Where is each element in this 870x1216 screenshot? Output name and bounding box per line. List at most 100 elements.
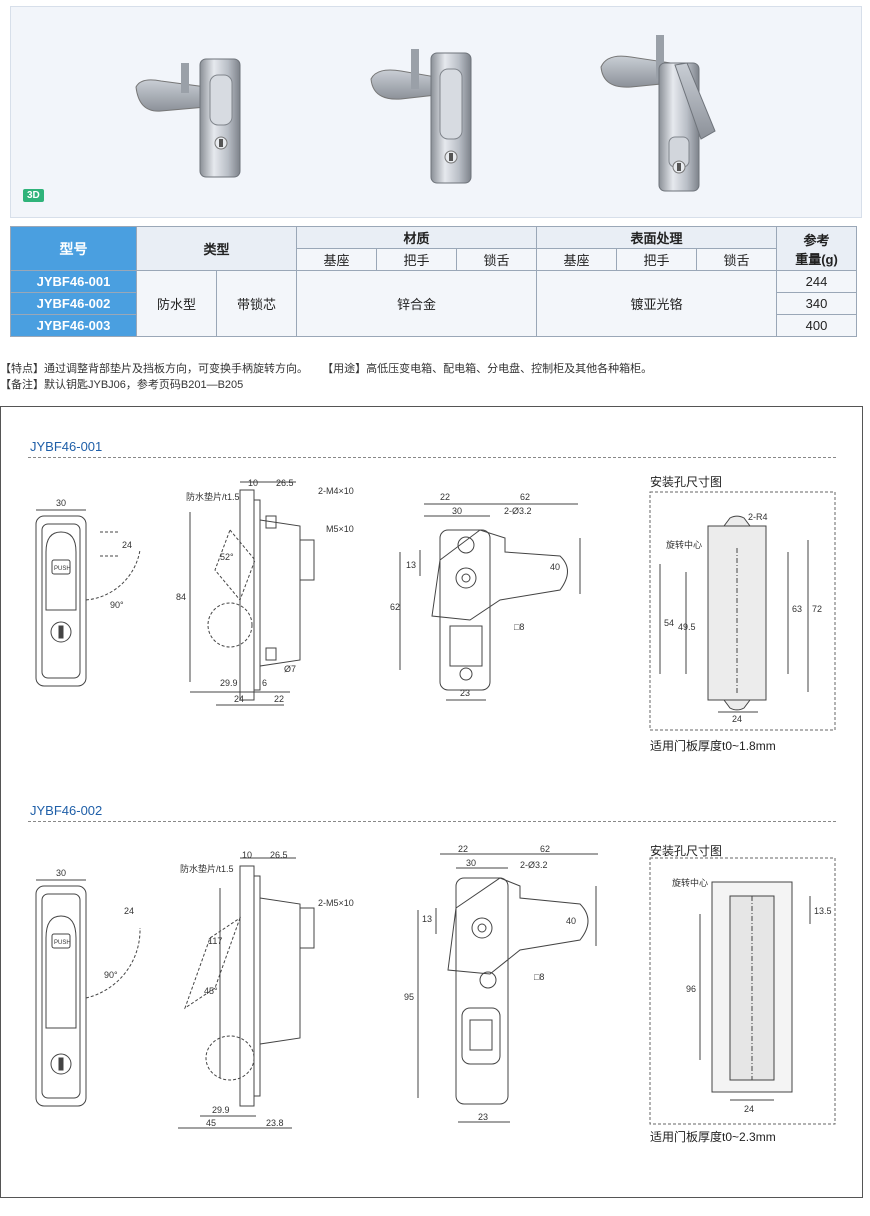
gasket-label: 防水垫片/t1.5 [186, 491, 240, 502]
dim-text: 45° [204, 986, 218, 996]
dim-text: 24 [234, 694, 244, 704]
dim-text: 72 [812, 604, 822, 614]
dim-text: 26.5 [270, 850, 288, 860]
dim-text: 95 [404, 992, 414, 1002]
subheader-finish-handle: 把手 [616, 248, 698, 271]
model-cell: JYBF46-002 [10, 292, 137, 315]
dim-text: 62 [520, 492, 530, 502]
drawing-001: 30 24 90° PUSH 防水垫片/t1.5 10 26.5 2-M4×10… [35, 478, 836, 731]
header-weight: 参考 重量(g) [776, 226, 858, 271]
dim-text: 22 [458, 844, 468, 854]
cutout-title-001: 安装孔尺寸图 [650, 475, 723, 489]
section-divider [28, 821, 836, 822]
note-remark: 【备注】默认钥匙JYBJ06，参考页码B201—B205 [0, 379, 244, 391]
dim-text: 24 [744, 1104, 754, 1114]
type-value-lock-core: 带锁芯 [215, 270, 298, 337]
product-photos [135, 35, 716, 192]
photo-jybf46-003 [600, 35, 716, 192]
model-cell: JYBF46-003 [10, 314, 137, 337]
weight-cell: 400 [776, 314, 858, 337]
dim-text: 2-Ø3.2 [504, 506, 532, 516]
header-weight-line2: 重量(g) [795, 251, 838, 267]
technical-drawing-frame [0, 406, 863, 1198]
back-view-001 [399, 503, 581, 701]
section-title-002: JYBF46-002 [30, 803, 103, 818]
dim-text: 10 [248, 478, 258, 488]
dim-text: 24 [732, 714, 742, 724]
dim-text: 52° [220, 552, 234, 562]
back-view-002 [417, 853, 598, 1123]
dim-text: 29.9 [212, 1105, 230, 1115]
dim-text: 29.9 [220, 678, 238, 688]
spec-table: 型号 类型 材质 表面处理 参考 重量(g) 基座 把手 锁舌 基座 把手 锁舌… [10, 226, 858, 337]
header-type: 类型 [135, 226, 298, 271]
dim-text: 13 [422, 914, 432, 924]
dim-text: 2-M4×10 [318, 486, 354, 496]
front-view-001 [35, 509, 141, 687]
note-features: 【特点】通过调整背部垫片及挡板方向，可变换手柄旋转方向。 [0, 363, 308, 375]
dim-text: 63 [792, 604, 802, 614]
photo-jybf46-001 [135, 58, 241, 178]
dim-text: 10 [242, 850, 252, 860]
header-weight-line1: 参考 [803, 232, 830, 248]
dim-text: 2-R4 [748, 512, 768, 522]
weight-cell: 244 [776, 270, 858, 293]
3d-badge: 3D [23, 189, 44, 202]
dim-text: 24 [122, 540, 132, 550]
front-view-002 [35, 879, 141, 1107]
cutout-view-002 [649, 857, 836, 1125]
subheader-material-handle: 把手 [376, 248, 458, 271]
dim-text: 62 [390, 602, 400, 612]
dim-text: 22 [274, 694, 284, 704]
cutout-view-001 [649, 491, 836, 731]
dim-text: 90° [110, 600, 124, 610]
photo-jybf46-002 [370, 49, 472, 184]
subheader-finish-base: 基座 [536, 248, 618, 271]
push-label: PUSH [54, 566, 71, 572]
dim-text: 49.5 [678, 622, 696, 632]
subheader-material-tongue: 锁舌 [456, 248, 538, 271]
drawing-002: 30 24 90° PUSH 防水垫片/t1.5 10 26.5 2-M5×10… [35, 844, 836, 1129]
dim-text: 23.8 [266, 1118, 284, 1128]
dim-text: 23 [478, 1112, 488, 1122]
cutout-title-002: 安装孔尺寸图 [650, 844, 723, 858]
dim-text: 62 [540, 844, 550, 854]
dim-text: 26.5 [276, 478, 294, 488]
dim-text: 30 [452, 506, 462, 516]
note-line-1: 【特点】通过调整背部垫片及挡板方向，可变换手柄旋转方向。 【用途】高低压变电箱、… [0, 360, 652, 376]
dim-text: 40 [550, 562, 560, 572]
header-finish: 表面处理 [536, 226, 778, 249]
dim-text: 84 [176, 592, 186, 602]
panel-thickness-001: 适用门板厚度t0~1.8mm [650, 739, 776, 753]
model-cell: JYBF46-001 [10, 270, 137, 293]
dim-text: Ø7 [284, 664, 296, 674]
dim-text: 117 [208, 936, 222, 946]
dim-text: 13 [406, 560, 416, 570]
note-usage: 【用途】高低压变电箱、配电箱、分电盘、控制柜及其他各种箱柜。 [322, 363, 653, 375]
header-material: 材质 [296, 226, 538, 249]
dim-text: 13.5 [814, 906, 832, 916]
dim-text: 40 [566, 916, 576, 926]
subheader-material-base: 基座 [296, 248, 378, 271]
section-divider [28, 457, 836, 458]
dim-text: M5×10 [326, 524, 354, 534]
dim-text: 30 [466, 858, 476, 868]
center-label: 旋转中心 [666, 539, 702, 550]
dim-text: 23 [460, 688, 470, 698]
dim-text: 6 [262, 678, 267, 688]
weight-cell: 340 [776, 292, 858, 315]
material-value: 锌合金 [296, 270, 538, 337]
dim-text: 24 [124, 906, 134, 916]
dim-text: 30 [56, 868, 66, 878]
finish-value: 镀亚光铬 [536, 270, 778, 337]
dim-text: 2-M5×10 [318, 898, 354, 908]
header-model: 型号 [10, 226, 137, 271]
push-label: PUSH [54, 940, 71, 946]
dim-text: 30 [56, 498, 66, 508]
type-value-waterproof: 防水型 [136, 270, 217, 337]
gasket-label: 防水垫片/t1.5 [180, 863, 234, 874]
dim-text: □8 [534, 972, 544, 982]
panel-thickness-002: 适用门板厚度t0~2.3mm [650, 1130, 776, 1144]
dim-text: 2-Ø3.2 [520, 860, 548, 870]
subheader-finish-tongue: 锁舌 [696, 248, 778, 271]
